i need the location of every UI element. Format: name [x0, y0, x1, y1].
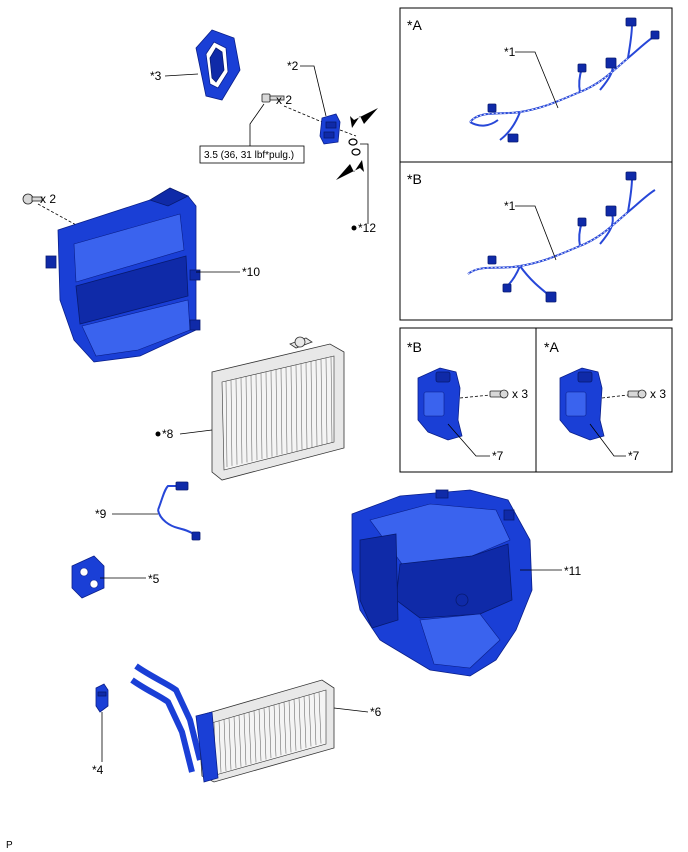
dot-12 — [351, 225, 357, 231]
qty-x3-a: x 3 — [650, 387, 666, 401]
corner-code: P — [6, 840, 13, 851]
leader-1b — [515, 205, 557, 261]
leader-3 — [164, 73, 199, 77]
expansion-valve-2 — [319, 113, 341, 145]
qty-x2-left: x 2 — [40, 192, 56, 206]
screw-left — [22, 193, 43, 205]
ac-unit-case-11 — [351, 489, 533, 677]
wire-harness-b — [467, 171, 656, 303]
label-6: *6 — [370, 705, 382, 719]
leader-7a — [589, 423, 626, 457]
leader-12 — [360, 143, 369, 224]
leader-8 — [179, 429, 213, 435]
label-3: *3 — [150, 69, 162, 83]
sensor-wire-9 — [157, 481, 201, 541]
label-4: *4 — [92, 763, 104, 777]
qty-x2-top: x 2 — [276, 93, 292, 107]
leader-torque — [249, 103, 265, 146]
leader-7b — [447, 423, 490, 457]
o-rings-12 — [348, 138, 361, 156]
seal-part-3 — [195, 29, 241, 101]
bolt-axis-dash — [283, 105, 357, 137]
label-9: *9 — [95, 507, 107, 521]
label-7b: *7 — [492, 449, 504, 463]
leader-1a — [515, 51, 559, 109]
label-1b: *1 — [504, 199, 516, 213]
box-label-a-small: *A — [544, 339, 559, 355]
box-label-b-small: *B — [407, 339, 422, 355]
clamp-4 — [95, 683, 109, 713]
wire-harness-panel — [399, 7, 673, 321]
leader-6 — [333, 707, 369, 713]
box-label-b-mid: *B — [407, 171, 422, 187]
screw-left-dash — [37, 203, 79, 227]
leader-2 — [300, 65, 327, 117]
label-5: *5 — [148, 572, 160, 586]
label-11: *11 — [564, 564, 581, 578]
label-2: *2 — [287, 59, 299, 73]
torque-box — [199, 145, 305, 164]
evaporator-8 — [211, 336, 345, 481]
bolt-top — [261, 93, 285, 103]
servo-motor-a — [559, 367, 605, 441]
screw-servo-b — [459, 389, 509, 399]
dot-8 — [155, 431, 161, 437]
air-duct-case-10 — [45, 187, 201, 363]
torque-value: 3.5 (36, 31 lbf*pulg.) — [204, 150, 294, 161]
arrow-upper-icon — [350, 108, 378, 128]
qty-x3-b: x 3 — [512, 387, 528, 401]
servo-motor-b — [417, 367, 463, 441]
label-8: *8 — [162, 427, 174, 441]
label-10: *10 — [242, 265, 260, 279]
arrow-lower-icon — [336, 160, 364, 180]
label-12: *12 — [358, 221, 376, 235]
box-label-a-top: *A — [407, 17, 422, 33]
grommet-5 — [71, 555, 105, 599]
screw-servo-a — [601, 389, 647, 399]
label-1a: *1 — [504, 45, 516, 59]
heater-core-6 — [130, 663, 335, 783]
wire-harness-a — [469, 17, 660, 143]
label-7a: *7 — [628, 449, 640, 463]
